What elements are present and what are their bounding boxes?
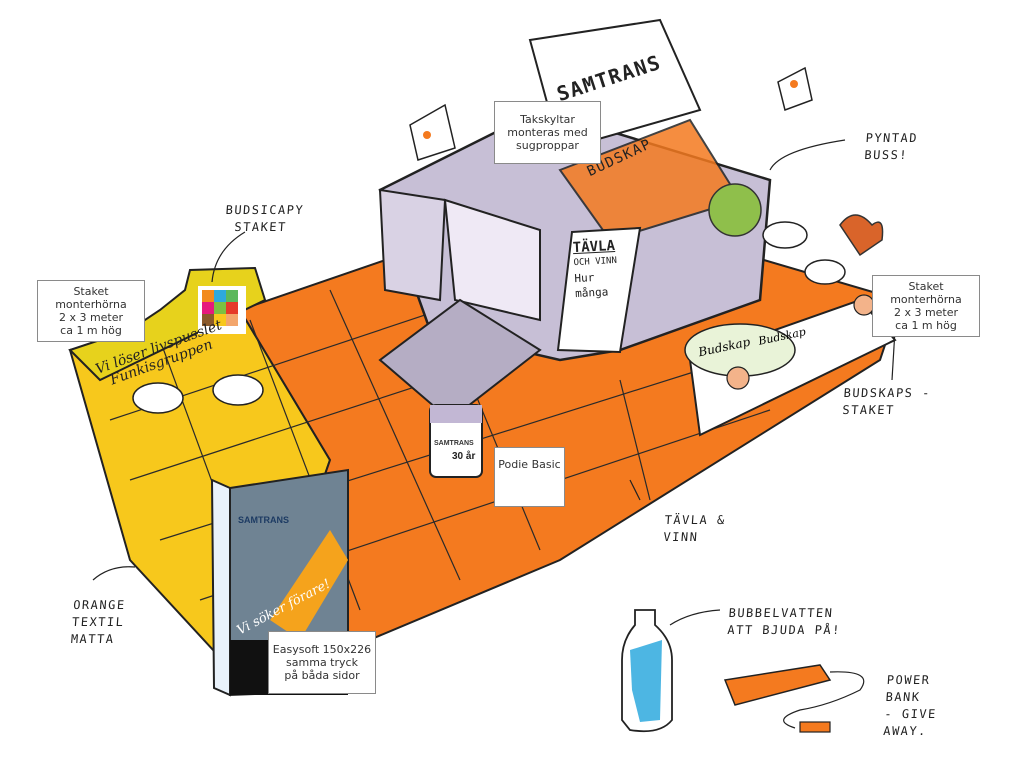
annotation-line: Easysoft 150x226 <box>272 643 372 656</box>
label-line: Budsicapy <box>225 203 305 217</box>
contest-board-line4: många <box>574 285 609 301</box>
plant <box>708 183 762 237</box>
bus-front-window <box>443 198 541 322</box>
annotation-line: Staket <box>908 280 944 293</box>
label-orange-matta: Orange textil matta <box>70 597 126 648</box>
face-1 <box>726 366 750 390</box>
power-bank-small <box>799 721 831 733</box>
annotation-line: sugproppar <box>516 139 579 152</box>
label-line: staket <box>841 403 896 417</box>
roll-up-orange-swoosh <box>270 530 348 640</box>
label-line: matta <box>70 632 115 646</box>
annotation-right-fence: Staket monterhörna 2 x 3 meter ca 1 m hö… <box>872 275 980 337</box>
label-power-bank: Power bank - give away. <box>883 672 940 740</box>
label-line: vinn <box>662 530 699 544</box>
label-line: Tävla & <box>664 513 727 527</box>
power-bank-cable <box>783 671 865 729</box>
contest-board-line2: OCH VINN <box>573 255 618 269</box>
annotation-easysoft: Easysoft 150x226 samma tryck på båda sid… <box>268 631 376 694</box>
label-line: Pyntad <box>865 131 919 145</box>
leader-lines <box>92 139 896 626</box>
label-line: Orange <box>72 598 127 612</box>
label-line: textil <box>71 615 125 629</box>
label-line: staket <box>233 220 288 234</box>
bus-door <box>378 188 447 302</box>
annotation-line: 2 x 3 meter <box>893 306 959 319</box>
podium-brand: SAMTRANS <box>434 440 474 447</box>
label-bubbelvatten: Bubbelvatten att bjuda på! <box>727 605 843 639</box>
annotation-line: Staket <box>73 285 109 298</box>
label-line: Budskaps - <box>843 386 932 400</box>
podium-anniversary: 30 år <box>452 451 476 462</box>
puzzle-pieces <box>202 290 238 326</box>
face-2 <box>853 294 875 316</box>
annotation-line: monterhörna <box>55 298 127 311</box>
annotation-line: monterhörna <box>890 293 962 306</box>
annotation-line: Podie Basic <box>498 458 561 471</box>
roll-up-side <box>210 478 231 697</box>
annotation-roof-signs: Takskyltar monteras med sugproppar <box>494 101 601 164</box>
roll-up-brand: SAMTRANS <box>238 515 289 525</box>
label-line: bank <box>885 690 922 704</box>
label-line: buss! <box>863 148 909 162</box>
label-line: Bubbelvatten <box>728 606 834 620</box>
tables <box>132 221 846 414</box>
label-pyntad-buss: Pyntad buss! <box>864 130 919 164</box>
annotation-line: ca 1 m hög <box>60 324 122 337</box>
annotation-line: Takskyltar <box>520 113 575 126</box>
label-budskap-staket: Budsicapy staket <box>224 202 305 236</box>
flag-right <box>777 66 813 111</box>
flag-left <box>409 103 456 161</box>
annotation-left-fence: Staket monterhörna 2 x 3 meter ca 1 m hö… <box>37 280 145 342</box>
orange-chair <box>839 214 884 257</box>
label-budskaps-staket-right: Budskaps - staket <box>842 385 932 419</box>
contest-board-text: TÄVLA OCH VINN Hur många <box>572 238 618 301</box>
annotation-line: på båda sidor <box>284 669 360 682</box>
label-line: Power <box>886 673 931 687</box>
annotation-line: samma tryck <box>286 656 358 669</box>
label-line: away. <box>882 724 928 738</box>
annotation-line: 2 x 3 meter <box>58 311 124 324</box>
power-bank <box>723 664 832 706</box>
bus-ramp <box>378 298 542 422</box>
label-line: - give <box>883 707 938 721</box>
label-tavla-vinn: Tävla & vinn <box>663 512 726 546</box>
contest-board <box>556 226 642 354</box>
annotation-line: ca 1 m hög <box>895 319 957 332</box>
annotation-podium: Podie Basic <box>494 447 565 507</box>
label-line: att bjuda på! <box>726 623 842 637</box>
annotation-line: monteras med <box>507 126 588 139</box>
